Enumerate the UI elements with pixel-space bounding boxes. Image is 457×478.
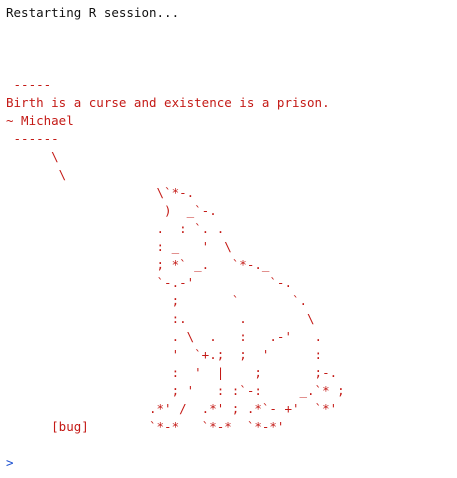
console-input-row[interactable]: > <box>6 454 457 472</box>
output-line: ------ <box>6 131 59 146</box>
output-line: . : `. . <box>6 221 225 236</box>
blank-line <box>6 58 457 76</box>
input-caret[interactable] <box>14 456 20 470</box>
output-line: . \ . : .-' . <box>6 329 323 344</box>
output-line: Birth is a curse and existence is a pris… <box>6 95 330 110</box>
output-line: ----- <box>6 77 52 92</box>
output-line: ' `+.; ; ' : <box>6 347 323 362</box>
output-line: ; *` _. `*-._ <box>6 257 270 272</box>
output-line: ) _`-. <box>6 203 217 218</box>
output-line: ; ' : :`-: _.`* ; <box>6 383 345 398</box>
output-line: \ <box>6 149 59 164</box>
output-line: \`*-. <box>6 185 195 200</box>
blank-line <box>6 40 457 58</box>
output-line: ~ Michael <box>6 113 74 128</box>
blank-line <box>6 436 457 454</box>
prompt-symbol: > <box>6 455 14 470</box>
output-line: [bug] `*-* `*-* `*-*' <box>6 419 285 434</box>
output-line: : _ ' \ <box>6 239 232 254</box>
output-line: ; ` `. <box>6 293 308 308</box>
output-line: : ' | ; ;-. <box>6 365 338 380</box>
output-line: \ <box>6 167 67 182</box>
output-line: .*' / .*' ; .*`- +' `*' <box>6 401 338 416</box>
output-line: `-.-' `-. <box>6 275 292 290</box>
output-line: :. . \ <box>6 311 315 326</box>
status-message: Restarting R session... <box>6 5 180 20</box>
blank-line <box>6 22 457 40</box>
